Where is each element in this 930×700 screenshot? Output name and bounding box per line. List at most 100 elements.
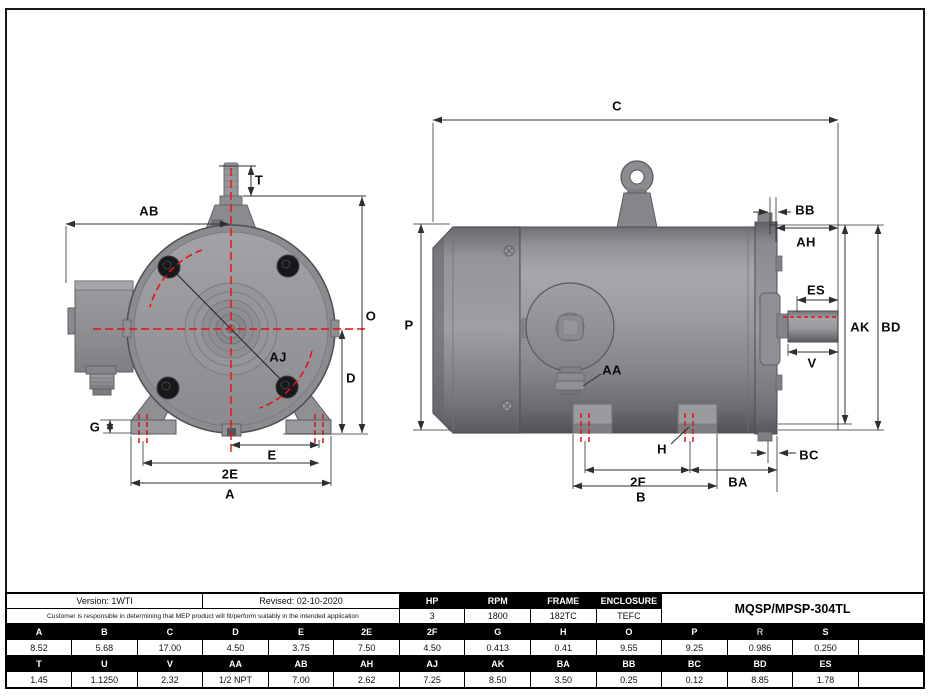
disclaimer: Customer is responsible in determining t… <box>5 608 400 624</box>
table-header-cell: AK <box>464 655 531 672</box>
table-header-cell: AJ <box>398 655 466 672</box>
dim-label-bc: BC <box>799 447 819 463</box>
table-value-cell: 0.25 <box>595 671 663 689</box>
table-header-cell: A <box>5 623 73 640</box>
dim-label-aa: AA <box>602 362 622 378</box>
table-value-cell <box>857 639 925 656</box>
model-number: MQSP/MPSP-304TL <box>661 592 925 624</box>
table-value-cell: 7.00 <box>267 671 335 689</box>
dim-label-es: ES <box>807 282 825 298</box>
table-header-cell: R <box>726 623 794 640</box>
dim-label-g: G <box>89 419 101 435</box>
dim-label-2e: 2E <box>221 466 239 482</box>
dim-label-p: P <box>404 317 414 333</box>
table-header-cell: U <box>71 655 138 672</box>
front-dimensions <box>65 165 368 487</box>
table-value-cell: 3.75 <box>267 639 335 656</box>
frame-value: 182TC <box>530 608 597 624</box>
front-view <box>67 162 340 437</box>
table-header-cell: S <box>792 623 859 640</box>
dim-label-t: T <box>254 172 264 188</box>
side-dimensions <box>413 116 884 492</box>
dim-label-o: O <box>365 308 377 324</box>
table-value-cell: 17.00 <box>136 639 204 656</box>
table-value-cell: 7.25 <box>398 671 466 689</box>
dim-label-v: V <box>807 355 817 371</box>
bolt-holes <box>156 254 300 400</box>
table-header-cell: BD <box>726 655 794 672</box>
shaft <box>759 292 839 366</box>
lifting-eyebolt <box>616 160 658 229</box>
hp-label: HP <box>398 592 466 609</box>
table-header-cell: AA <box>202 655 269 672</box>
rpm-label: RPM <box>464 592 531 609</box>
table-value-cell: 8.85 <box>726 671 794 689</box>
table-header-cell: BC <box>661 655 728 672</box>
mounting-feet <box>572 403 718 434</box>
dim-label-c: C <box>612 98 622 114</box>
version-cell: Version: 1WTI <box>5 592 204 609</box>
centerlines <box>93 168 838 455</box>
table-value-cell: 1/2 NPT <box>202 671 269 689</box>
cable-gland <box>85 365 117 396</box>
table-header-cell: B <box>71 623 138 640</box>
table-value-cell: 0.41 <box>530 639 597 656</box>
table-value-cell: 2.62 <box>333 671 400 689</box>
table-value-cell: 0.250 <box>792 639 859 656</box>
enclosure-label: ENCLOSURE <box>595 592 663 609</box>
table-header-cell: P <box>661 623 728 640</box>
table-value-cell: 0.12 <box>661 671 728 689</box>
table-header-cell: D <box>202 623 269 640</box>
table-value-cell: 4.50 <box>398 639 466 656</box>
spec-table: Version: 1WTI Revised: 02-10-2020 HP RPM… <box>5 592 925 689</box>
table-header-cell: AB <box>267 655 335 672</box>
table-header-cell: O <box>595 623 663 640</box>
enclosure-value: TEFC <box>595 608 663 624</box>
dim-label-ab: AB <box>139 203 159 219</box>
table-value-cell: 4.50 <box>202 639 269 656</box>
table-value-cell <box>857 671 925 689</box>
dim-label-ah: AH <box>796 234 816 250</box>
table-header-cell: BA <box>530 655 597 672</box>
frame-label: FRAME <box>530 592 597 609</box>
dim-label-e: E <box>267 447 277 463</box>
dim-label-h: H <box>657 441 667 457</box>
table-header-cell <box>857 623 925 640</box>
dim-label-2f: 2F <box>630 474 646 490</box>
table-value-cell: 8.50 <box>464 671 531 689</box>
table-value-cell: 1.78 <box>792 671 859 689</box>
conduit-cover <box>521 282 615 372</box>
dim-label-a: A <box>225 486 235 502</box>
table-value-cell: 2.32 <box>136 671 204 689</box>
table-header-cell: ES <box>792 655 859 672</box>
table-value-cell: 1.1250 <box>71 671 138 689</box>
dim-label-ba: BA <box>728 474 748 490</box>
table-value-cell: 0.986 <box>726 639 794 656</box>
dim-label-b: B <box>636 489 646 505</box>
table-header-cell: BB <box>595 655 663 672</box>
table-header-cell: C <box>136 623 204 640</box>
table-value-cell: 9.55 <box>595 639 663 656</box>
dim-label-d: D <box>346 370 356 386</box>
dim-label-bd: BD <box>881 319 901 335</box>
table-value-cell: 1.45 <box>5 671 73 689</box>
dim-label-aj: AJ <box>269 349 287 365</box>
hp-value: 3 <box>398 608 466 624</box>
table-value-cell: 9.25 <box>661 639 728 656</box>
side-view <box>432 160 839 442</box>
table-value-cell: 7.50 <box>333 639 400 656</box>
table-header-cell: E <box>267 623 335 640</box>
table-header-cell <box>857 655 925 672</box>
table-header-cell: T <box>5 655 73 672</box>
table-value-cell: 0.413 <box>464 639 531 656</box>
drain-fitting <box>554 366 586 395</box>
table-header-cell: 2F <box>398 623 466 640</box>
engineering-drawing <box>65 116 884 492</box>
cover-screws <box>501 245 515 412</box>
table-value-cell: 3.50 <box>530 671 597 689</box>
table-header-cell: AH <box>333 655 400 672</box>
table-value-cell: 5.68 <box>71 639 138 656</box>
dim-label-ak: AK <box>850 319 870 335</box>
table-header-cell: 2E <box>333 623 400 640</box>
